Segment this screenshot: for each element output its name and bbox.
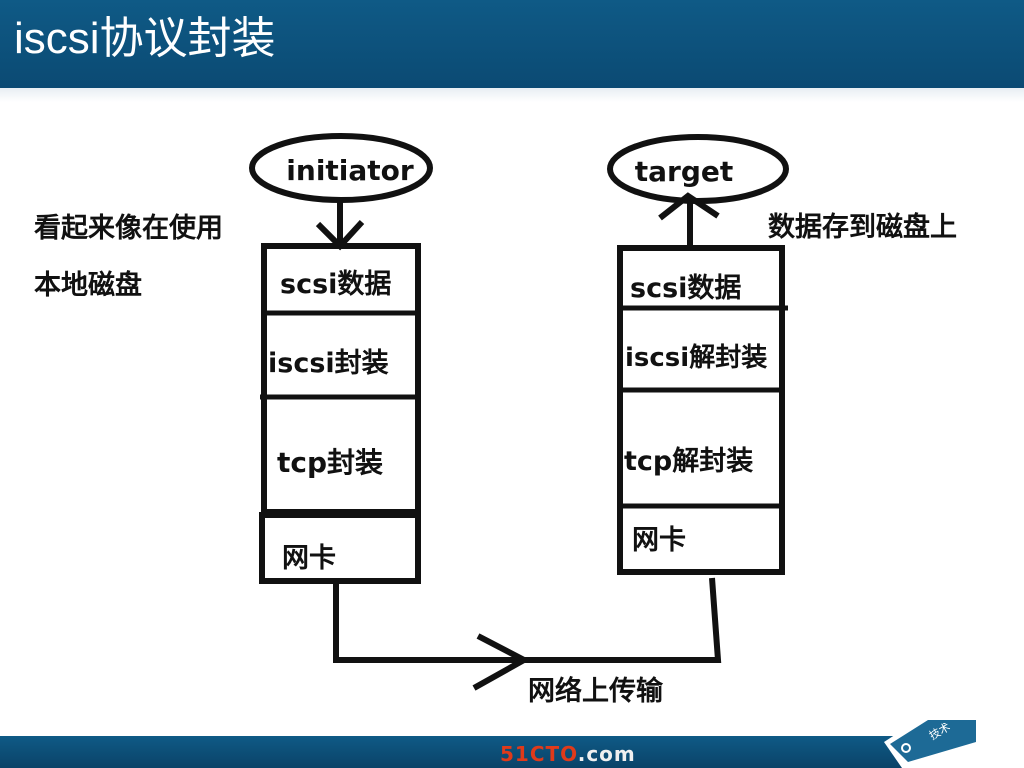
target-arrowhead [658, 192, 720, 221]
initiator-note-line1: 看起来像在使用 [34, 213, 223, 244]
target-layer-nic: 网卡 [632, 525, 686, 556]
network-link-arrowhead [472, 633, 531, 691]
header-divider [0, 88, 1024, 102]
initiator-label: initiator [286, 154, 414, 187]
initiator-layer-scsi: scsi数据 [280, 269, 391, 300]
logo-brand: 51CTO [500, 742, 578, 766]
initiator-layer-iscsi: iscsi封装 [268, 348, 389, 379]
initiator-nic-box [259, 512, 421, 584]
site-logo: 51CTO.com [500, 742, 636, 766]
target-layer-iscsi: iscsi解封装 [625, 343, 767, 373]
target-layer-tcp: tcp解封装 [624, 446, 753, 477]
logo-suffix: .com [577, 742, 636, 766]
initiator-note-line2: 本地磁盘 [34, 269, 142, 301]
slide-header: iscsi协议封装 [0, 0, 1024, 88]
slide-title: iscsi协议封装 [14, 14, 276, 63]
initiator-layer-tcp: tcp封装 [277, 446, 383, 479]
network-link-label: 网络上传输 [528, 675, 664, 707]
badge-ring-icon [901, 743, 911, 753]
target-label: target [635, 155, 734, 188]
target-note: 数据存到磁盘上 [768, 211, 957, 243]
network-link [333, 577, 722, 663]
slide-footer [0, 736, 1024, 768]
initiator-layer-nic: 网卡 [282, 543, 336, 574]
target-layer-scsi: scsi数据 [630, 273, 741, 304]
badge-stripe [890, 720, 976, 762]
target-stack [617, 245, 785, 575]
corner-badge: 技术 [884, 716, 1024, 768]
